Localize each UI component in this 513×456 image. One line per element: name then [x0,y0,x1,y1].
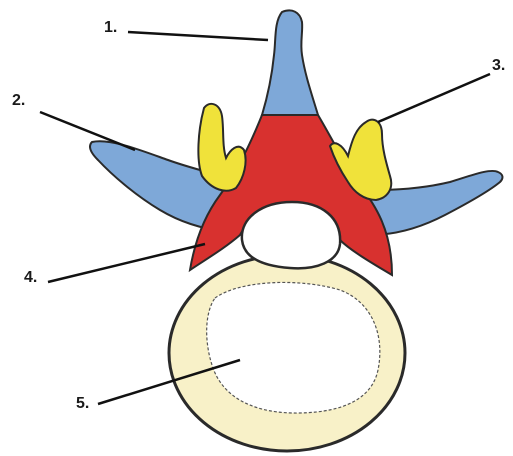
label-4: 4. [24,270,37,286]
vertebral-foramen [242,202,340,268]
spinous-process [262,10,318,115]
leader-line-3 [378,74,490,122]
label-5: 5. [76,396,89,412]
leader-line-4 [48,244,205,282]
leader-line-1 [128,32,268,40]
label-3: 3. [492,58,505,74]
leader-line-2 [40,112,135,150]
label-2: 2. [12,93,25,109]
vertebral-body-core [207,282,380,413]
label-1: 1. [104,20,117,36]
articular-process-left [198,104,245,191]
